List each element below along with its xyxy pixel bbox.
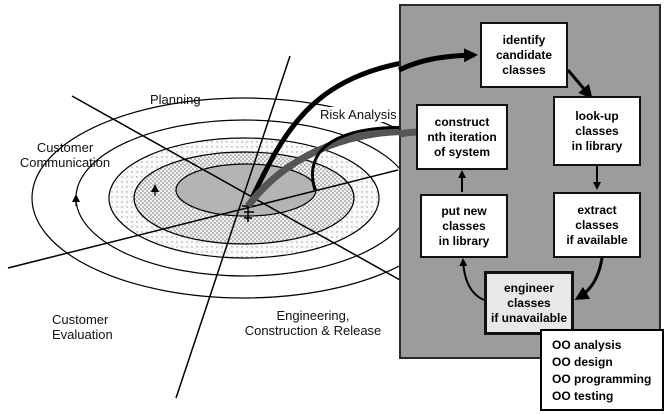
sector-engineering-label: Engineering, Construction & Release [240, 308, 386, 338]
sector-engineering-line1: Engineering, [276, 308, 350, 323]
sector-customer-evaluation-line2: Evaluation [52, 327, 113, 342]
axis-line-2 [7, 169, 399, 269]
oo-activities-box: OO analysis OO design OO programming OO … [540, 329, 664, 411]
oo-activity-programming: OO programming [552, 372, 652, 386]
panel-arrow-identify-to-lookup [566, 69, 593, 100]
sector-engineering-line2: Construction & Release [244, 323, 382, 338]
sector-risk-analysis-label: Risk Analysis [320, 107, 397, 122]
sector-planning-label: Planning [150, 92, 201, 107]
sector-customer-evaluation-label: Customer Evaluation [52, 312, 113, 342]
oo-activity-testing: OO testing [552, 389, 614, 403]
panel-arrow-engineer-to-putnew [459, 258, 485, 301]
step-put-new-classes: put new classes in library [420, 194, 508, 258]
step-extract-classes: extract classes if available [553, 192, 641, 258]
sector-customer-communication-line2: Communication [19, 155, 111, 170]
panel-arrow-into-identify [397, 48, 478, 73]
big-arrow-from-construct-edge [311, 125, 419, 191]
step-lookup-classes: look-up classes in library [553, 96, 641, 166]
axis-line-1 [71, 95, 401, 281]
axis-line-3 [175, 55, 291, 399]
sector-customer-communication-line1: Customer [36, 140, 94, 155]
panel-arrow-extract-to-engineer [574, 257, 604, 301]
sector-customer-evaluation-line1: Customer [52, 312, 109, 327]
oo-activity-analysis: OO analysis [552, 338, 622, 352]
step-identify-candidate-classes: identify candidate classes [480, 22, 568, 88]
step-engineer-classes: engineer classes if unavailable [484, 271, 574, 335]
oo-activity-design: OO design [552, 355, 613, 369]
sector-customer-communication-label: Customer Communication [10, 140, 120, 170]
step-construct-iteration: construct nth iteration of system [416, 104, 508, 170]
